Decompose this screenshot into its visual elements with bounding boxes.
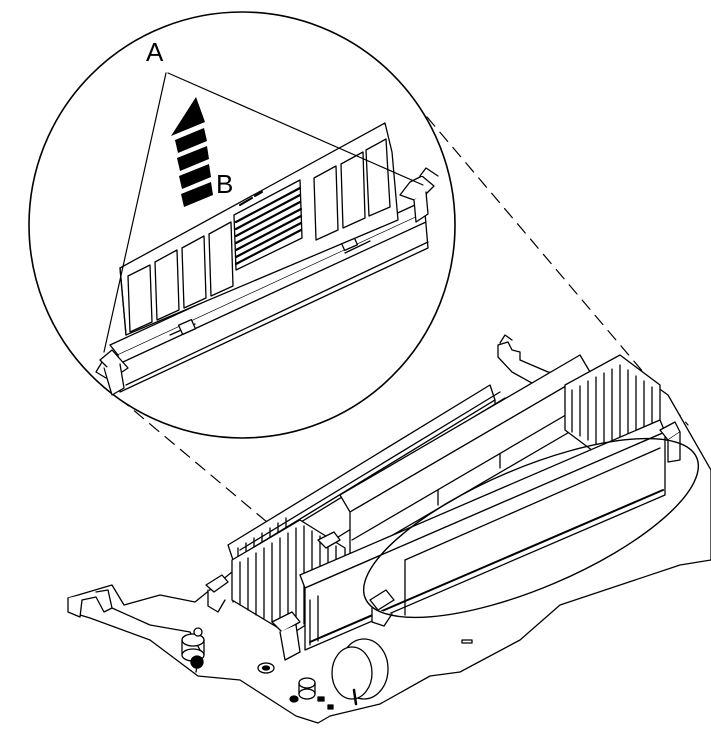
latch-center: [369, 589, 395, 611]
board-latches: [205, 421, 681, 661]
callout-a: A: [146, 37, 164, 67]
connector-latches: [95, 167, 439, 396]
dimm-center-block: [233, 179, 303, 271]
callout-a-leaders: [103, 72, 424, 353]
callout-b: B: [216, 169, 233, 199]
detail-magnifier: [28, 11, 456, 439]
highlight-ellipse: [362, 437, 700, 619]
arrow-head: [171, 97, 205, 136]
left-bracket: [67, 589, 113, 618]
dimm-chips: [127, 138, 391, 333]
dimm-row-front: [299, 419, 666, 651]
latch-front-mid: [271, 611, 301, 633]
standoff-left: [181, 627, 205, 669]
board-pads: [317, 639, 473, 710]
upward-arrow: [171, 97, 213, 207]
latch-front-left: [205, 574, 229, 593]
screw-bosses: [257, 662, 316, 703]
dimm-module: [119, 122, 399, 336]
dimm-row-middle: [339, 354, 591, 561]
latch-rear-left: [317, 531, 341, 549]
capacitor: [331, 638, 389, 706]
